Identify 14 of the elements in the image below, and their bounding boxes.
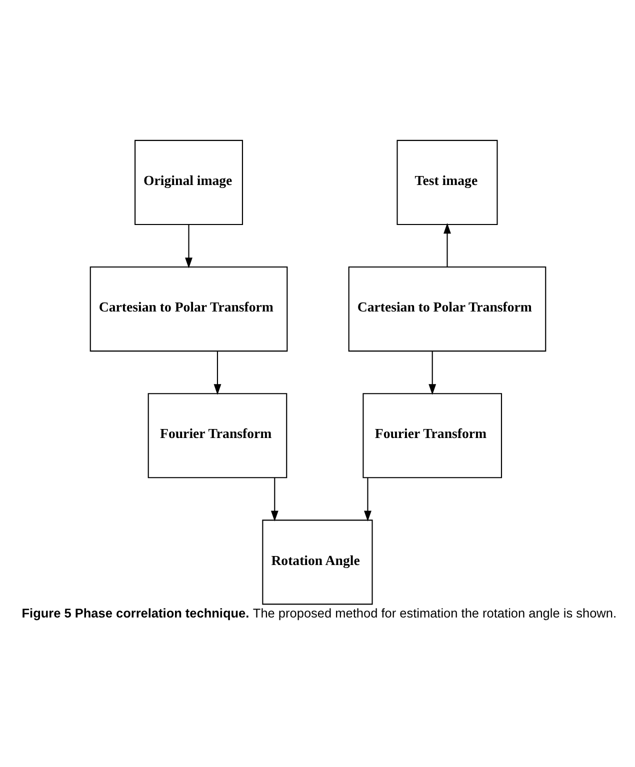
node-box: Cartesian to Polar Transform [89,266,288,352]
arrow [428,351,436,395]
node-box: Original image [134,140,243,226]
node-box: Test image [396,140,498,226]
node-box: Rotation Angle [262,520,372,605]
caption: Figure 5 Phase correlation technique. The proposed method for estimation the rotation angle is shown. [21,606,616,621]
arrow [213,351,221,395]
arrow [364,478,371,522]
node-box: Cartesian to Polar Transform [348,266,546,352]
node-box: Fourier Transform [362,393,502,478]
node-box: Fourier Transform [147,393,287,478]
arrow [184,224,192,268]
arrow [443,223,450,267]
arrow [270,478,278,522]
